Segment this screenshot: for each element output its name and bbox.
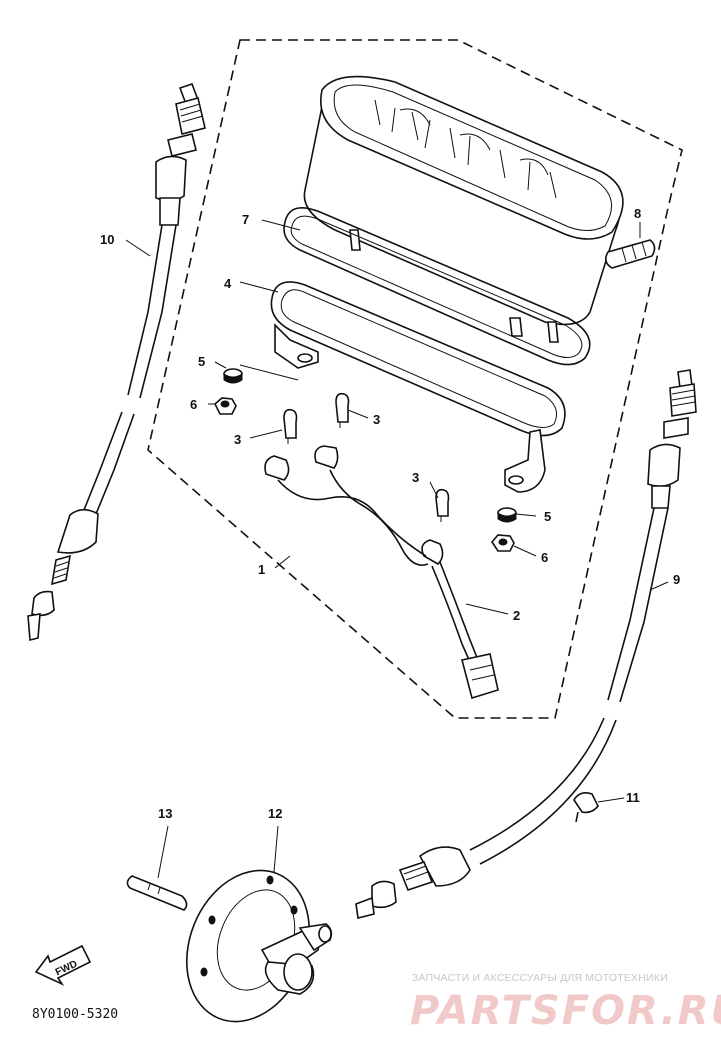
speedometer-cable [27,82,206,642]
gasket [283,206,591,366]
callout-6-right: 6 [541,550,548,565]
callout-5-left: 5 [198,354,205,369]
callout-8: 8 [634,206,641,221]
callout-13: 13 [158,806,172,821]
tachometer-cable [355,369,697,919]
bulb-1 [283,408,298,444]
callout-9: 9 [673,572,680,587]
callout-7: 7 [242,212,249,227]
fwd-arrow-icon: FWD [34,944,92,986]
trip-reset-knob [604,239,656,269]
bulb-3 [435,488,450,522]
callout-3-center: 3 [373,412,380,427]
meter-housing [303,75,624,343]
callout-10: 10 [100,232,114,247]
callout-3-right: 3 [412,470,419,485]
cable-clamp [573,792,599,823]
callout-5-right: 5 [544,509,551,524]
bulb-2 [335,392,350,428]
meter-bracket [239,281,566,493]
watermark-brand: PARTSFOR.RU [410,988,721,1034]
wire-harness [264,445,499,700]
callout-2: 2 [513,608,520,623]
figure-code: 8Y0100-5320 [32,1007,118,1022]
callout-6-left: 6 [190,397,197,412]
assembly-boundary [147,39,683,719]
meter-gear-unit [185,869,333,1023]
callout-4: 4 [224,276,232,291]
callout-12: 12 [268,806,282,821]
watermark-tagline: ЗАПЧАСТИ И АКСЕССУАРЫ ДЛЯ МОТОТЕХНИКИ [412,972,668,984]
nut-left [214,397,237,415]
leader-lines [125,219,669,879]
drive-pin [126,875,188,911]
washer-right [497,507,517,523]
nut-right [490,534,515,552]
washer-left [223,368,243,384]
callout-11: 11 [626,790,640,805]
callout-1: 1 [258,562,265,577]
callout-3-left: 3 [234,432,241,447]
